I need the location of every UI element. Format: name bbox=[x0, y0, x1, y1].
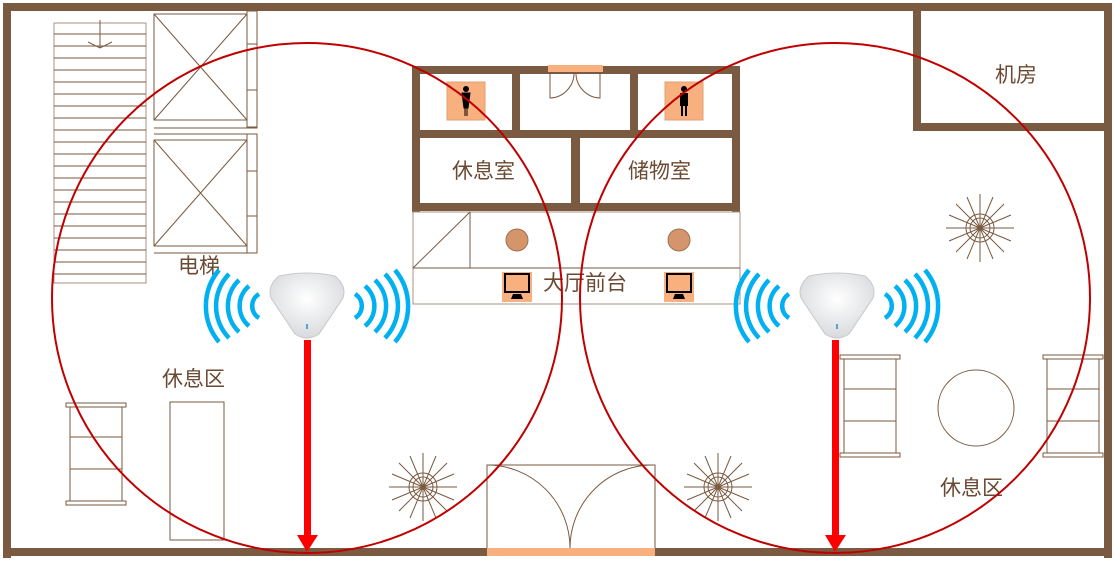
restroom-male-icon bbox=[664, 81, 704, 121]
computer-icon bbox=[664, 272, 694, 302]
main-entrance bbox=[487, 548, 655, 556]
server-room-walls bbox=[913, 3, 1112, 131]
round-table-icon bbox=[937, 369, 1015, 447]
restroom-door bbox=[548, 65, 603, 72]
plant-icon bbox=[945, 193, 1015, 263]
sofa-icon bbox=[1042, 354, 1104, 458]
entrance-doors bbox=[486, 464, 656, 549]
label-lounge: 休息室 bbox=[452, 159, 515, 183]
label-elevator: 电梯 bbox=[178, 254, 220, 278]
label-storage: 储物室 bbox=[628, 159, 691, 183]
sofa-icon bbox=[65, 402, 127, 506]
cable-left bbox=[297, 340, 318, 552]
restroom-female-icon bbox=[446, 81, 486, 121]
chair-icon bbox=[505, 228, 529, 252]
label-server-room: 机房 bbox=[995, 63, 1037, 87]
coverage-circle-right bbox=[579, 42, 1091, 554]
elevators bbox=[153, 7, 258, 254]
chair-icon bbox=[667, 228, 691, 252]
coverage-circle-left bbox=[51, 42, 563, 554]
computer-icon bbox=[502, 272, 532, 302]
label-rest-area-left: 休息区 bbox=[162, 367, 225, 391]
table-icon bbox=[169, 401, 225, 541]
ap-right[interactable] bbox=[736, 270, 938, 342]
ap-left[interactable] bbox=[206, 270, 408, 342]
staircase bbox=[53, 20, 147, 284]
cable-right bbox=[825, 340, 846, 552]
front-desk bbox=[412, 211, 741, 305]
wireless-ap-icon bbox=[799, 272, 875, 339]
label-rest-area-right: 休息区 bbox=[940, 476, 1003, 500]
wireless-ap-icon bbox=[269, 272, 345, 339]
outer-walls bbox=[3, 3, 1112, 558]
label-front-desk: 大厅前台 bbox=[543, 271, 627, 295]
sofa-icon bbox=[839, 354, 901, 458]
